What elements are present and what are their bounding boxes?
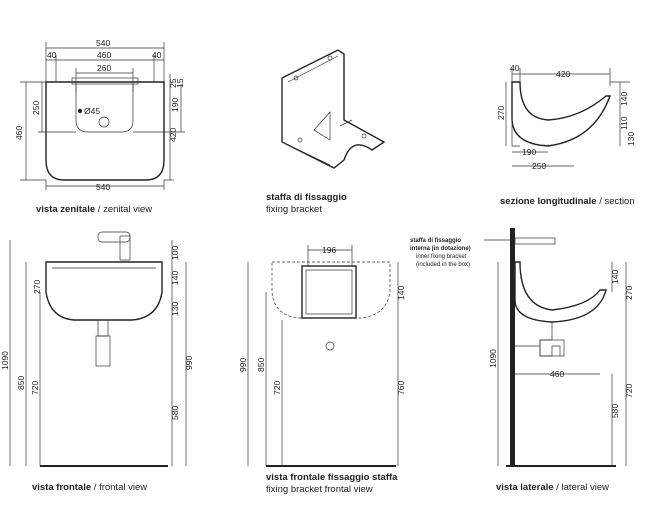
dim-40-left: 40 xyxy=(47,50,57,60)
tap-plate xyxy=(71,77,139,85)
caption-section: sezione longitudinale / section xyxy=(500,196,635,207)
dim-sec-420: 420 xyxy=(556,69,570,79)
dim-fr-990: 990 xyxy=(184,356,194,370)
basin-outline-top xyxy=(45,81,165,181)
lateral-tap xyxy=(514,237,556,245)
dim-15: 15 xyxy=(175,78,185,88)
lateral-wall xyxy=(510,228,515,466)
lateral-basin xyxy=(514,261,607,323)
dim-hole-45: Ø45 xyxy=(84,106,100,116)
dim-250: 250 xyxy=(31,101,41,115)
caption-bracket-frontal: vista frontale fissaggio staffa fixing b… xyxy=(266,472,398,495)
dim-sec-190: 190 xyxy=(522,147,536,157)
zenital-view: 540 40 40 460 260 Ø45 460 250 25 15 190 xyxy=(14,38,185,192)
dim-bf-140: 140 xyxy=(396,286,406,300)
bracket-frontal-view: 196 990 850 720 140 760 xyxy=(238,245,406,467)
longitudinal-section: 40 420 270 140 110 130 190 250 xyxy=(496,63,636,171)
bracket-frontal-plate xyxy=(301,265,357,319)
frontal-tap xyxy=(97,231,131,243)
caption-zenital: vista zenitale / zenital view xyxy=(36,204,153,215)
dim-fr-100: 100 xyxy=(170,246,180,260)
dim-lat-140: 140 xyxy=(610,270,620,284)
dim-40-right: 40 xyxy=(152,50,162,60)
tap-hole-marker xyxy=(77,108,83,114)
dim-bf-760: 760 xyxy=(396,381,406,395)
caption-frontal: vista frontale / frontal view xyxy=(32,482,148,493)
dim-460-height: 460 xyxy=(14,126,24,140)
dim-460: 460 xyxy=(97,50,111,60)
dim-sec-110: 110 xyxy=(619,116,629,130)
dim-fr-140: 140 xyxy=(170,271,180,285)
bracket-body xyxy=(281,49,386,169)
dim-sec-40: 40 xyxy=(510,63,520,73)
dim-fr-850: 850 xyxy=(16,376,26,390)
dim-lat-720: 720 xyxy=(624,384,634,398)
frontal-drain xyxy=(97,319,109,337)
dim-bf-720: 720 xyxy=(272,381,282,395)
section-basin xyxy=(511,81,611,147)
dim-25: 25 xyxy=(168,78,178,88)
frontal-basin xyxy=(45,261,163,321)
dim-fr-580: 580 xyxy=(170,406,180,420)
lateral-view: 460 1090 580 140 270 720 staffa di fissa… xyxy=(410,228,634,467)
dim-fr-1090: 1090 xyxy=(0,351,10,370)
dim-bf-196: 196 xyxy=(322,245,336,255)
dim-420: 420 xyxy=(168,128,178,142)
dim-sec-140: 140 xyxy=(619,92,629,106)
lateral-siphon xyxy=(539,339,565,357)
lateral-note-line3: inner fixing bracket xyxy=(416,254,467,260)
dim-lat-270: 270 xyxy=(624,286,634,300)
bracket-frontal-basin xyxy=(271,261,391,319)
dim-lat-1090: 1090 xyxy=(488,349,498,368)
basin-bowl-top xyxy=(75,84,134,133)
dim-540-top: 540 xyxy=(96,38,110,48)
dim-lat-580: 580 xyxy=(610,404,620,418)
bracket-frontal-inner xyxy=(305,269,353,315)
frontal-siphon xyxy=(95,335,111,367)
dim-190: 190 xyxy=(170,98,180,112)
lateral-note-line2: interna (in dotazione) xyxy=(410,246,471,252)
fixing-bracket-iso xyxy=(281,49,386,169)
dim-bf-990: 990 xyxy=(238,358,248,372)
frontal-view: 1090 850 720 270 100 140 130 580 990 xyxy=(0,231,194,467)
dim-sec-250: 250 xyxy=(532,161,546,171)
dim-lat-460: 460 xyxy=(550,369,564,379)
dim-fr-130: 130 xyxy=(170,302,180,316)
frontal-tap-body xyxy=(119,235,131,261)
caption-bracket: staffa di fissaggio fixing bracket xyxy=(266,192,347,215)
bracket-rib xyxy=(313,111,331,141)
dim-540-bottom: 540 xyxy=(96,182,110,192)
lateral-note-line4: (included in the box) xyxy=(416,262,470,268)
bracket-frontal-drain xyxy=(325,341,335,351)
dim-sec-270: 270 xyxy=(496,106,506,120)
dim-260: 260 xyxy=(97,63,111,73)
drain-hole-top xyxy=(98,116,110,128)
dim-fr-270: 270 xyxy=(32,280,42,294)
dim-sec-130: 130 xyxy=(626,132,636,146)
lateral-note-line1: staffa di fissaggio xyxy=(410,238,461,244)
caption-lateral: vista laterale / lateral view xyxy=(496,482,610,493)
dim-fr-720: 720 xyxy=(30,381,40,395)
dim-bf-850: 850 xyxy=(256,358,266,372)
